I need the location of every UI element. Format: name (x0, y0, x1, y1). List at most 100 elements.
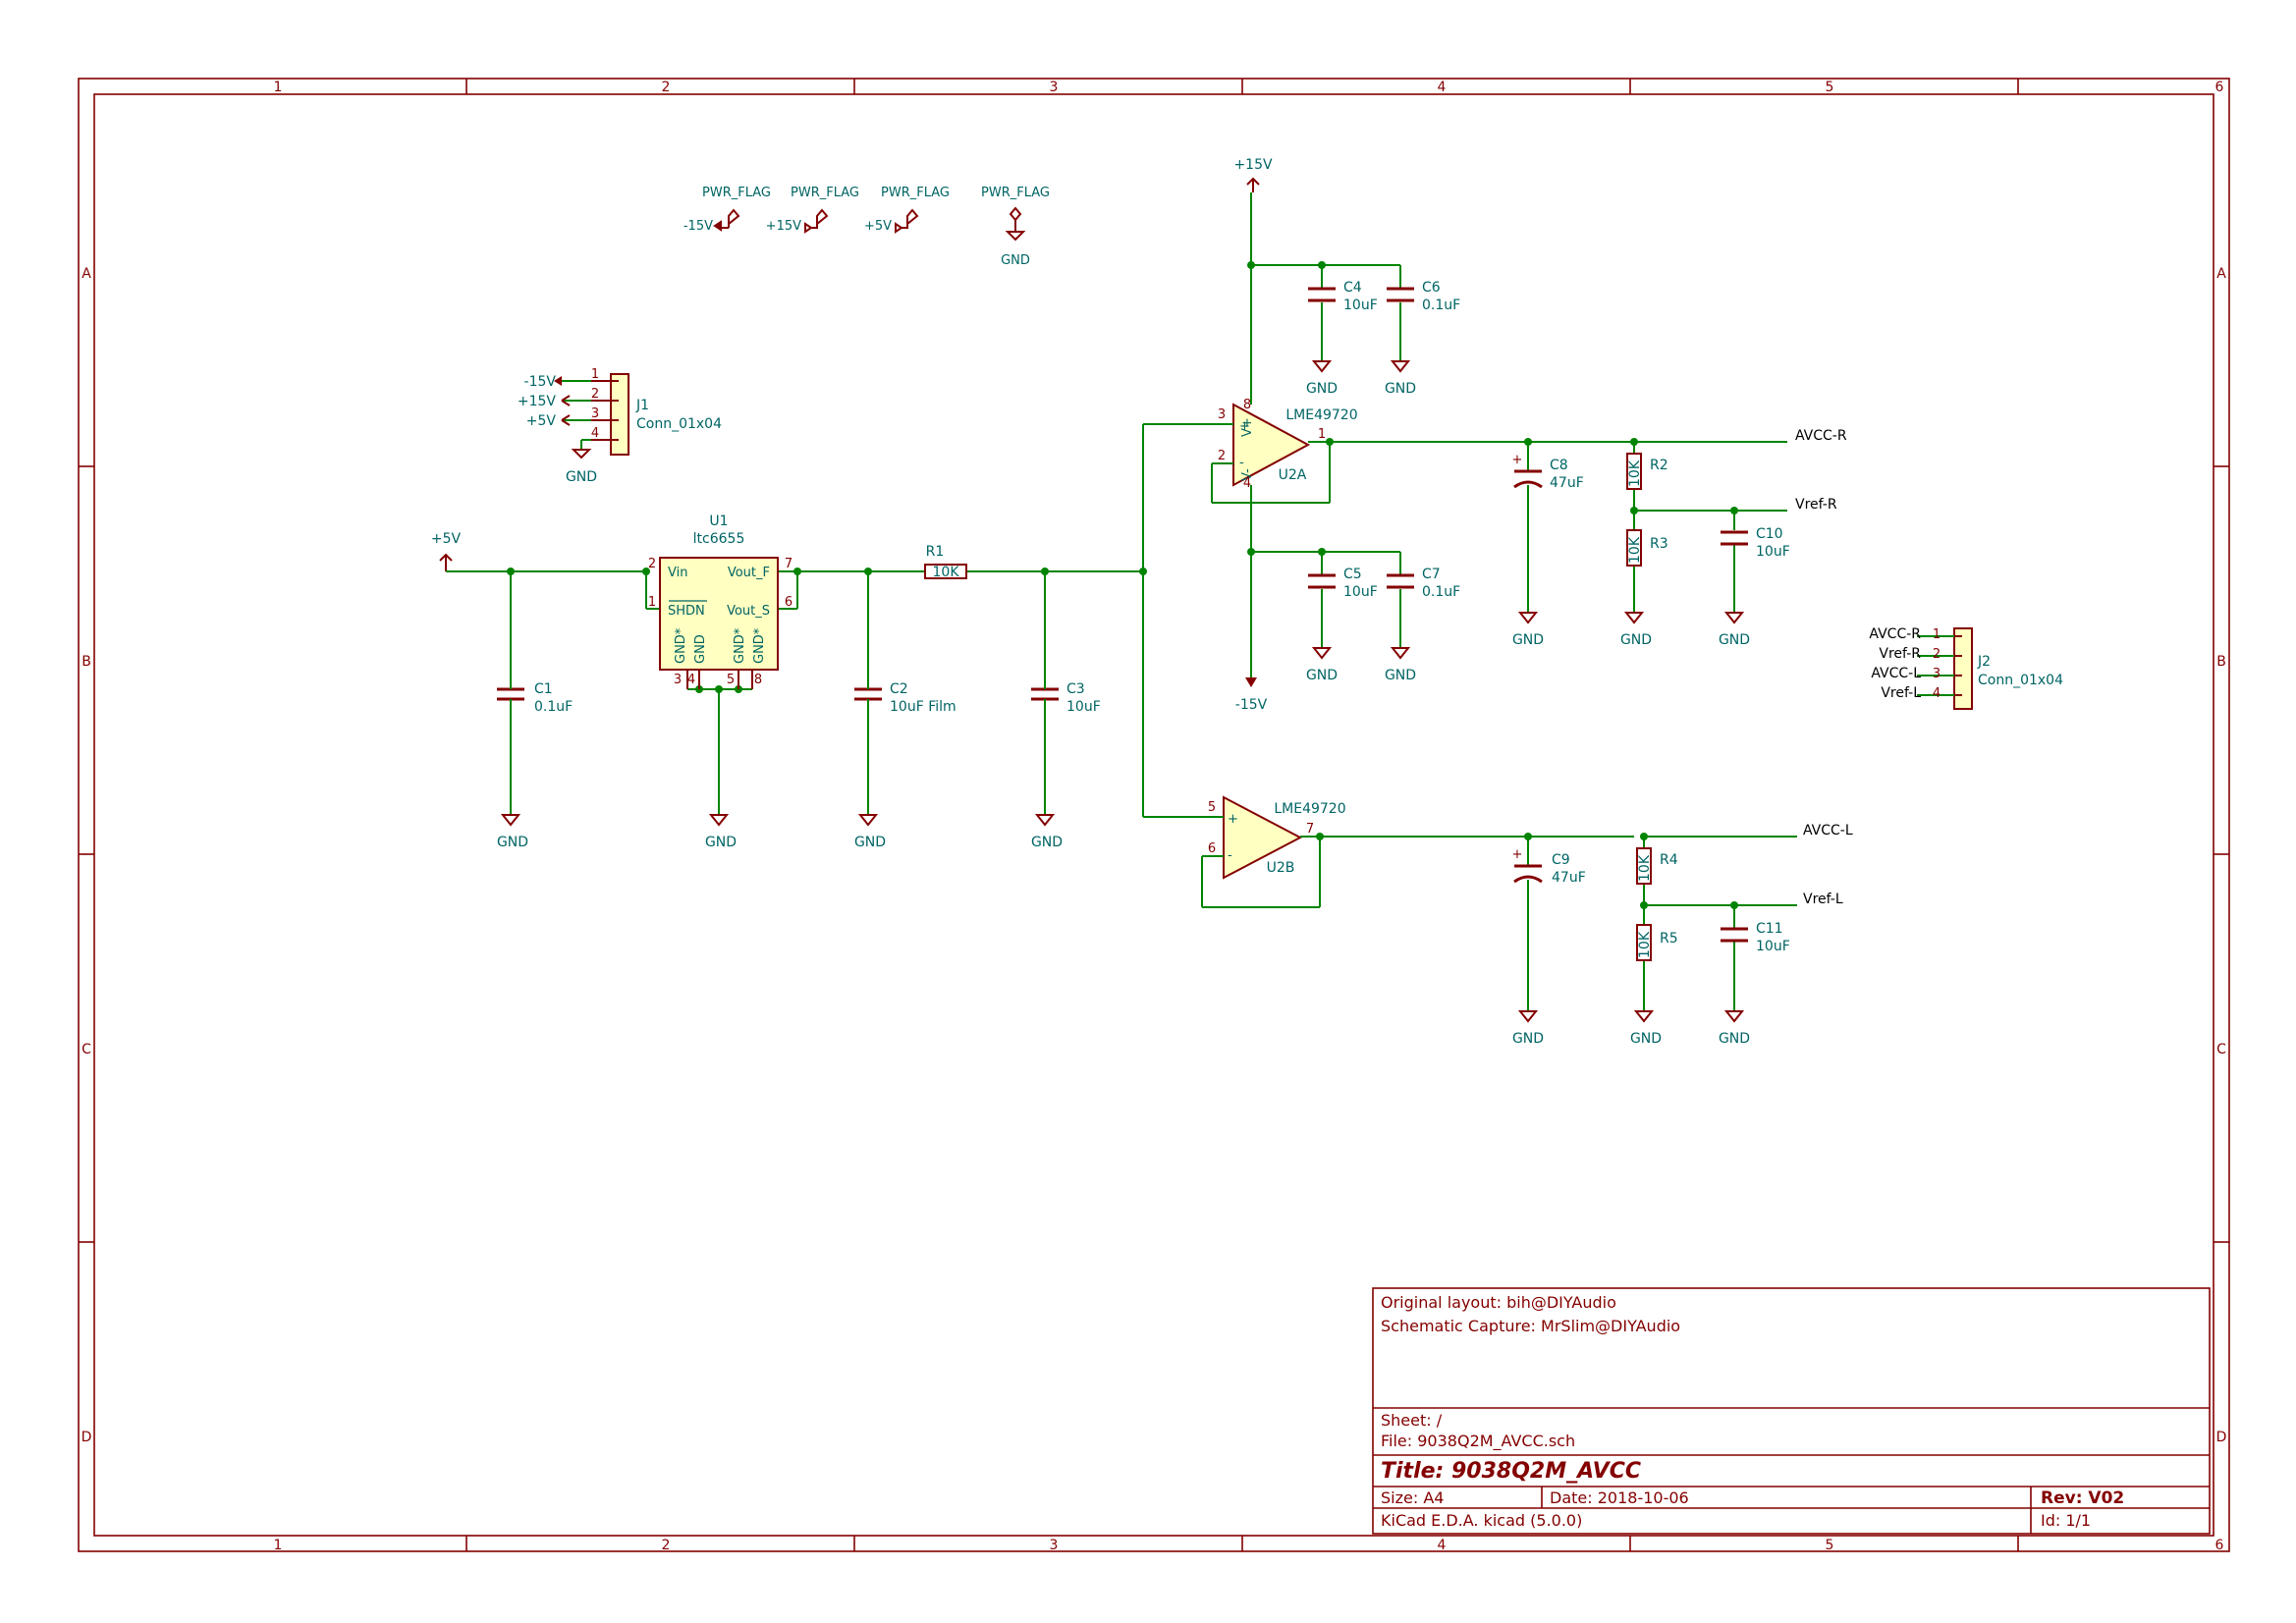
svg-text:10K: 10K (933, 565, 960, 580)
svg-text:10uF: 10uF (1756, 939, 1790, 954)
column-label: 3 (1050, 1538, 1059, 1553)
svg-text:1: 1 (591, 367, 599, 382)
svg-text:1: 1 (648, 595, 656, 610)
svg-text:C10: C10 (1756, 526, 1783, 542)
svg-text:GND: GND (1001, 253, 1030, 268)
svg-text:0.1uF: 0.1uF (1422, 298, 1460, 313)
tb-date: Date: 2018-10-06 (1550, 1488, 1689, 1507)
svg-text:PWR_FLAG: PWR_FLAG (702, 186, 771, 200)
svg-text:10uF: 10uF (1066, 699, 1101, 715)
svg-text:Vref-L: Vref-L (1881, 685, 1921, 701)
resistor-R4: 10K R4 (1636, 847, 1678, 885)
capacitor-C10: C10 10uF GND (1719, 526, 1790, 648)
svg-text:10uF: 10uF (1756, 544, 1790, 560)
svg-text:3: 3 (1218, 407, 1226, 422)
row-label: C (82, 1042, 91, 1057)
svg-text:C3: C3 (1066, 681, 1085, 697)
capacitor-C8: + C8 47uF GND (1512, 453, 1584, 648)
svg-text:AVCC-R: AVCC-R (1869, 626, 1921, 642)
svg-text:GND: GND (693, 634, 708, 664)
U1-ref: U1 (709, 514, 728, 529)
svg-text:U2B: U2B (1267, 860, 1295, 876)
svg-text:PWR_FLAG: PWR_FLAG (791, 186, 859, 200)
svg-text:10uF: 10uF (1343, 298, 1378, 313)
column-label: 5 (1826, 80, 1834, 95)
title-block: Original layout: bih@DIYAudio Schematic … (1372, 1287, 2211, 1535)
svg-text:Vin: Vin (668, 566, 687, 580)
column-label: 2 (662, 1538, 671, 1553)
svg-text:1: 1 (1933, 627, 1941, 642)
wires-main (446, 423, 1228, 818)
svg-text:2: 2 (1933, 647, 1941, 662)
pwr-flag-pos5: PWR_FLAG +5V (864, 186, 950, 234)
pwr-flag-pos15: PWR_FLAG +15V (766, 186, 859, 234)
svg-text:C1: C1 (534, 681, 553, 697)
plus5v-symbol: +5V (431, 531, 462, 571)
J1-ref: J1 (635, 398, 649, 413)
svg-text:6: 6 (1208, 841, 1216, 856)
svg-text:GND: GND (1630, 1031, 1662, 1047)
svg-text:10K: 10K (1637, 854, 1653, 882)
svg-text:10uF: 10uF (1343, 584, 1378, 600)
svg-text:GND: GND (1306, 381, 1338, 397)
tb-comment2: Schematic Capture: MrSlim@DIYAudio (1381, 1317, 1680, 1335)
tb-title-label: Title: (1381, 1459, 1444, 1484)
column-label: 4 (1438, 1538, 1447, 1553)
svg-text:GND: GND (1512, 632, 1544, 648)
svg-text:GND: GND (1306, 668, 1338, 683)
svg-text:AVCC-L: AVCC-L (1871, 666, 1921, 681)
svg-text:GND: GND (1385, 668, 1416, 683)
svg-text:Vout_F: Vout_F (728, 566, 770, 580)
column-label: 4 (1438, 80, 1447, 95)
svg-text:10K: 10K (1627, 536, 1643, 564)
svg-text:LME49720: LME49720 (1285, 407, 1357, 423)
svg-text:-: - (1239, 456, 1244, 470)
svg-text:GND: GND (1031, 835, 1063, 850)
resistor-R2: 10K R2 (1626, 453, 1668, 490)
svg-text:3: 3 (591, 406, 599, 421)
tb-file: File: 9038Q2M_AVCC.sch (1381, 1432, 1575, 1451)
svg-text:R4: R4 (1660, 852, 1678, 868)
column-label: 1 (274, 80, 283, 95)
svg-text:C2: C2 (890, 681, 908, 697)
svg-text:SHDN: SHDN (668, 604, 705, 619)
resistor-R3: 10K R3 GND (1620, 529, 1668, 648)
network-left: AVCC-L Vref-L (1524, 823, 1853, 1011)
svg-text:+: + (1512, 847, 1523, 862)
capacitor-C5: C5 10uF GND (1306, 567, 1378, 683)
J2-ref: J2 (1977, 654, 1991, 670)
svg-text:4: 4 (687, 673, 695, 687)
svg-text:+5V: +5V (864, 219, 892, 234)
svg-text:47uF: 47uF (1552, 870, 1586, 886)
svg-text:GND: GND (1385, 381, 1416, 397)
svg-text:C7: C7 (1422, 567, 1441, 582)
svg-text:2: 2 (591, 387, 599, 402)
column-label: 5 (1826, 1538, 1834, 1553)
supply-rails: +15V -15V (1233, 157, 1401, 713)
svg-text:GND: GND (705, 835, 737, 850)
tb-id: Id: 1/1 (2041, 1511, 2091, 1530)
network-right: AVCC-R Vref-R (1524, 428, 1847, 613)
net-vref-l: Vref-L (1803, 892, 1843, 907)
svg-text:7: 7 (785, 557, 793, 571)
svg-text:V+: V+ (1240, 417, 1255, 437)
svg-text:1: 1 (1318, 427, 1326, 442)
svg-text:Vout_S: Vout_S (727, 604, 770, 619)
column-label: 6 (2215, 1538, 2224, 1553)
tb-sheet: Sheet: / (1381, 1411, 1443, 1430)
svg-text:8: 8 (754, 673, 762, 687)
svg-text:GND: GND (854, 835, 886, 850)
svg-text:6: 6 (785, 595, 793, 610)
row-label: D (2216, 1430, 2227, 1445)
tb-title: 9038Q2M_AVCC (1451, 1459, 1641, 1484)
svg-text:+5V: +5V (526, 413, 557, 429)
tb-comment1: Original layout: bih@DIYAudio (1381, 1293, 1616, 1312)
net-avcc-r: AVCC-R (1795, 428, 1847, 444)
svg-text:C5: C5 (1343, 567, 1362, 582)
J1-value: Conn_01x04 (636, 416, 722, 432)
svg-text:C9: C9 (1552, 852, 1570, 868)
resistor-R5: 10K R5 GND (1630, 924, 1678, 1047)
tb-tool: KiCad E.D.A. kicad (5.0.0) (1381, 1511, 1582, 1530)
svg-text:GND: GND (566, 469, 597, 485)
svg-text:+: + (1239, 419, 1250, 434)
